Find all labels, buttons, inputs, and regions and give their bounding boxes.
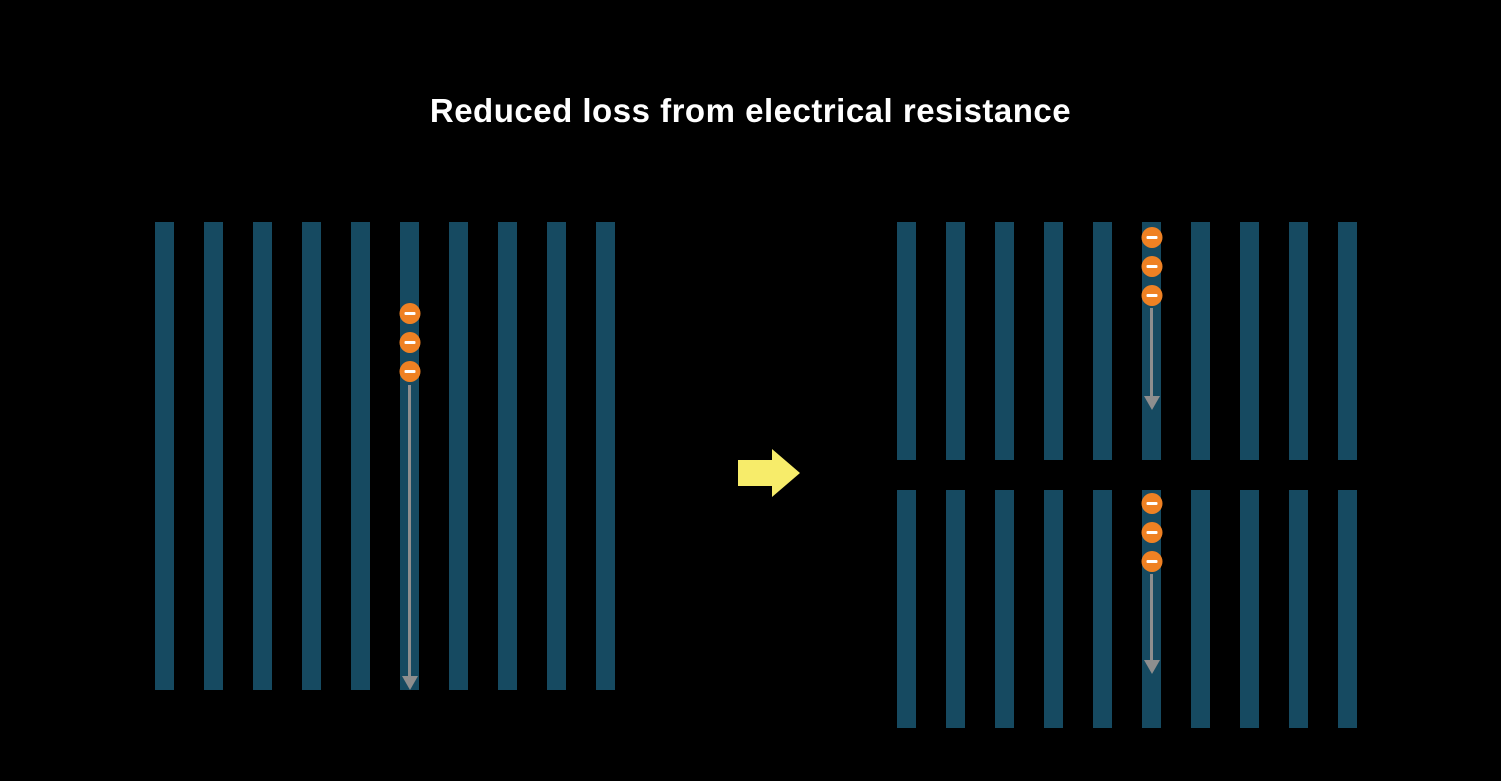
down-arrow-head bbox=[401, 676, 418, 690]
down-arrow-shaft bbox=[1150, 574, 1153, 660]
cell-finger-bar bbox=[302, 222, 321, 690]
minus-glyph bbox=[1146, 265, 1157, 268]
minus-glyph bbox=[404, 312, 415, 315]
cell-finger-bar bbox=[897, 490, 916, 728]
cell-finger-bar bbox=[547, 222, 566, 690]
down-arrow-icon bbox=[1143, 308, 1160, 410]
down-arrow-shaft bbox=[408, 385, 411, 676]
electron-icon bbox=[1141, 493, 1162, 514]
cell-finger-bar bbox=[946, 222, 965, 460]
down-arrow-head bbox=[1143, 396, 1160, 410]
half-cell-bottom-panel bbox=[897, 490, 1357, 728]
cell-finger-bar bbox=[1044, 222, 1063, 460]
minus-glyph bbox=[404, 341, 415, 344]
cell-finger-bar bbox=[155, 222, 174, 690]
minus-glyph bbox=[1146, 502, 1157, 505]
half-cell-top-panel bbox=[897, 222, 1357, 460]
right-arrow-stem bbox=[738, 460, 772, 486]
down-arrow-icon bbox=[1143, 574, 1160, 674]
minus-glyph bbox=[1146, 560, 1157, 563]
cell-finger-bar bbox=[1240, 222, 1259, 460]
electron-icon bbox=[399, 361, 420, 382]
cell-finger-bar bbox=[1093, 490, 1112, 728]
electron-icon bbox=[1141, 551, 1162, 572]
electron-flow-column bbox=[1141, 222, 1162, 460]
right-arrow-tip bbox=[772, 449, 800, 497]
cell-finger-bar bbox=[946, 490, 965, 728]
page-title: Reduced loss from electrical resistance bbox=[429, 92, 1072, 130]
electron-icon bbox=[1141, 227, 1162, 248]
cell-finger-bar bbox=[351, 222, 370, 690]
electron-icon bbox=[399, 332, 420, 353]
cell-finger-bar bbox=[995, 490, 1014, 728]
cell-finger-bar bbox=[498, 222, 517, 690]
minus-glyph bbox=[1146, 294, 1157, 297]
minus-glyph bbox=[1146, 531, 1157, 534]
cell-finger-bar bbox=[253, 222, 272, 690]
down-arrow-shaft bbox=[1150, 308, 1153, 396]
right-arrow-icon bbox=[738, 449, 800, 497]
cell-finger-bar bbox=[1289, 222, 1308, 460]
electron-icon bbox=[399, 303, 420, 324]
electron-icon bbox=[1141, 285, 1162, 306]
full-cell-panel bbox=[155, 222, 615, 690]
minus-glyph bbox=[404, 370, 415, 373]
cell-finger-bar bbox=[995, 222, 1014, 460]
cell-finger-bar bbox=[1093, 222, 1112, 460]
down-arrow-head bbox=[1143, 660, 1160, 674]
electron-icon bbox=[1141, 522, 1162, 543]
cell-finger-bar bbox=[1338, 222, 1357, 460]
electron-flow-column bbox=[1141, 490, 1162, 728]
cell-finger-bar bbox=[1191, 490, 1210, 728]
cell-finger-bar bbox=[449, 222, 468, 690]
cell-finger-bar bbox=[1338, 490, 1357, 728]
cell-finger-bar bbox=[596, 222, 615, 690]
cell-finger-bar bbox=[897, 222, 916, 460]
down-arrow-icon bbox=[401, 385, 418, 690]
cell-finger-bar bbox=[1044, 490, 1063, 728]
minus-glyph bbox=[1146, 236, 1157, 239]
electron-icon bbox=[1141, 256, 1162, 277]
cell-finger-bar bbox=[204, 222, 223, 690]
cell-finger-bar bbox=[1289, 490, 1308, 728]
electron-flow-column bbox=[399, 222, 420, 690]
cell-finger-bar bbox=[1191, 222, 1210, 460]
cell-finger-bar bbox=[1240, 490, 1259, 728]
